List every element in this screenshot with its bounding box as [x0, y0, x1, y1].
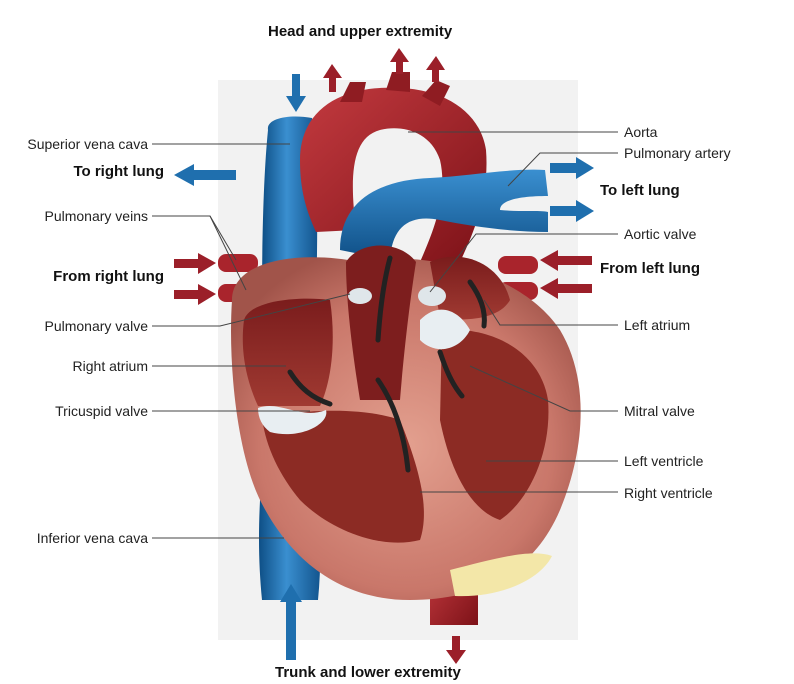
title-bottom: Trunk and lower extremity	[275, 664, 461, 681]
leader-mitral-valve	[469, 365, 618, 412]
aortic-branch-2	[386, 72, 410, 92]
label-to-left-lung: To left lung	[600, 182, 680, 199]
arrow-to-left-lung-1	[550, 157, 594, 179]
mitral-valve-shape	[420, 309, 470, 350]
leader-aortic-valve	[429, 233, 618, 293]
arrow-from-left-lung-1	[540, 250, 592, 271]
label-to-right-lung: To right lung	[73, 163, 164, 180]
title-top: Head and upper extremity	[268, 23, 453, 40]
leader-pulmonary-artery	[507, 152, 618, 187]
left-atrium-chamber	[430, 256, 510, 320]
arrow-from-right-lung-1	[174, 253, 216, 274]
arrow-out-head-1	[323, 64, 342, 92]
label-from-left-lung: From left lung	[600, 260, 700, 277]
aortic-branch-1	[340, 82, 366, 102]
label-right-atrium: Right atrium	[72, 358, 148, 374]
label-pulmonary-valve: Pulmonary valve	[44, 318, 149, 334]
label-tricuspid-valve: Tricuspid valve	[55, 403, 148, 419]
arrow-in-inferior	[280, 584, 302, 660]
aortic-branch-3	[422, 80, 450, 106]
pulmonary-valve-shape	[348, 288, 372, 304]
pulmonary-vein-right-1	[218, 254, 258, 272]
arrow-out-trunk	[446, 636, 466, 664]
flow-arrow-right-atrium	[287, 369, 333, 407]
flow-arrow-left-atrium	[467, 279, 487, 329]
apex-fat	[450, 553, 552, 597]
right-atrium-chamber	[242, 298, 333, 406]
pulmonary-artery	[340, 169, 548, 260]
label-from-right-lung: From right lung	[53, 268, 164, 285]
label-inferior-vena-cava: Inferior vena cava	[36, 530, 148, 546]
arrow-to-left-lung-2	[550, 200, 594, 222]
leader-left-atrium	[483, 299, 618, 326]
arrow-to-right-lung	[174, 164, 236, 186]
flow-arrow-right-ventricle	[375, 377, 411, 473]
label-left-ventricle: Left ventricle	[624, 453, 704, 469]
leader-pulmonary-veins-2	[209, 215, 247, 291]
leader-lines	[152, 131, 618, 539]
label-aortic-valve: Aortic valve	[624, 226, 697, 242]
tricuspid-valve-shape	[258, 406, 327, 435]
label-superior-vena-cava: Superior vena cava	[27, 136, 148, 152]
flow-arrow-pulmonary-outflow	[375, 255, 393, 343]
label-aorta: Aorta	[624, 124, 658, 140]
leader-pulmonary-valve	[152, 293, 351, 327]
pulmonary-vein-left-1	[498, 256, 538, 274]
aortic-valve-shape	[418, 286, 446, 306]
label-left-atrium: Left atrium	[624, 317, 691, 333]
label-pulmonary-artery: Pulmonary artery	[624, 145, 731, 161]
flow-arrow-left-ventricle	[437, 349, 465, 399]
label-right-ventricle: Right ventricle	[624, 485, 713, 501]
arrow-out-head-3	[426, 56, 445, 82]
arrow-in-superior	[286, 74, 306, 112]
label-mitral-valve: Mitral valve	[624, 403, 695, 419]
right-ventricle-chamber	[262, 410, 424, 543]
left-ventricle-chamber	[440, 329, 549, 520]
label-pulmonary-veins: Pulmonary veins	[44, 208, 149, 224]
arrow-from-right-lung-2	[174, 284, 216, 305]
arrow-from-left-lung-2	[540, 278, 592, 299]
arrow-out-head-2	[390, 48, 409, 74]
